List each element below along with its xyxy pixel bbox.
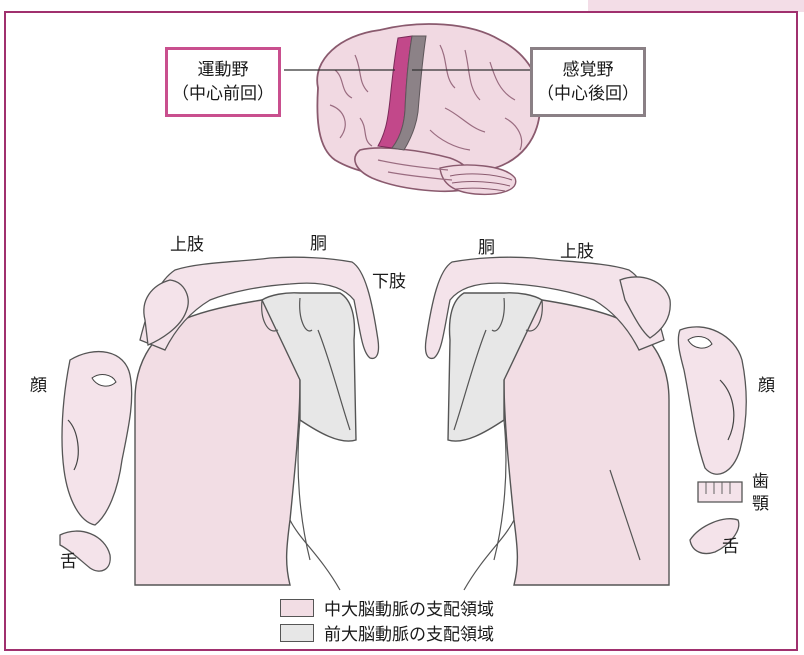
legend-item-mca: 中大脳動脈の支配領域	[280, 595, 494, 620]
sensory-cortex-box: 感覚野 （中心後回）	[530, 47, 646, 117]
left-upper-limb-label: 上肢	[170, 235, 204, 255]
left-section	[60, 257, 379, 590]
sensory-cortex-label: 感覚野	[563, 58, 614, 82]
jaw-label: 顎	[752, 494, 769, 514]
legend-label-aca: 前大脳動脈の支配領域	[324, 620, 494, 645]
right-trunk-label: 胴	[478, 238, 495, 258]
right-homunculus-teeth	[698, 482, 742, 502]
motor-cortex-label: 運動野	[198, 58, 249, 82]
right-tongue-label: 舌	[722, 537, 739, 557]
right-upper-limb-label: 上肢	[560, 242, 594, 262]
left-face-label: 顔	[30, 376, 47, 396]
right-homunculus-face	[678, 327, 746, 474]
right-section	[425, 257, 746, 590]
legend-swatch-mca	[280, 599, 314, 617]
sensory-cortex-sublabel: （中心後回）	[537, 82, 639, 106]
teeth-label: 歯	[752, 472, 769, 492]
left-trunk-label: 胴	[310, 234, 327, 254]
motor-cortex-sublabel: （中心前回）	[172, 82, 274, 106]
left-tongue-label: 舌	[60, 552, 77, 572]
right-face-label: 顔	[758, 376, 775, 396]
legend-item-aca: 前大脳動脈の支配領域	[280, 620, 494, 645]
legend-swatch-aca	[280, 624, 314, 642]
legend-label-mca: 中大脳動脈の支配領域	[324, 595, 494, 620]
motor-cortex-box: 運動野 （中心前回）	[165, 47, 281, 117]
brain-illustration	[284, 24, 541, 194]
lower-limb-label: 下肢	[372, 272, 406, 292]
